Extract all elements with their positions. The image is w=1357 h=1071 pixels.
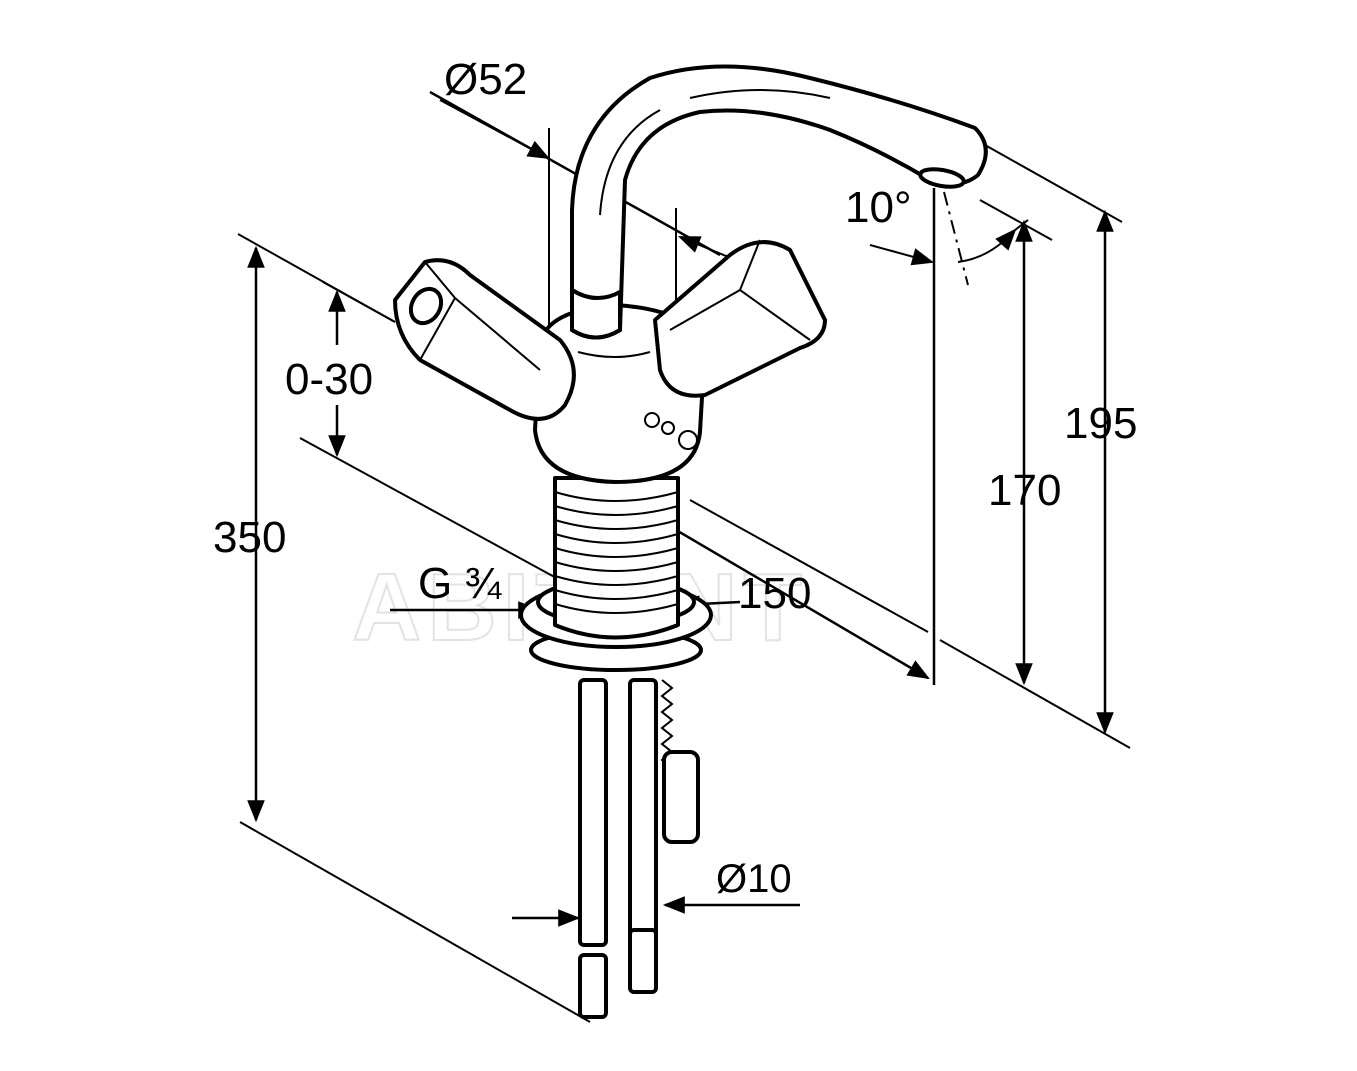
eco-logo xyxy=(644,412,698,450)
outlet-height-label: 170 xyxy=(988,466,1061,515)
total-height-label: 350 xyxy=(213,513,286,562)
overall-height-label: 195 xyxy=(1064,399,1137,448)
dimension-labels: Ø52 10° 0-30 350 G ¾ 150 170 195 Ø10 xyxy=(213,55,1137,901)
reach-label: 150 xyxy=(738,569,811,618)
thread-label: G ¾ xyxy=(418,559,502,608)
faucet-body xyxy=(393,64,988,1019)
lever-travel-label: 0-30 xyxy=(285,355,373,404)
hose-diameter-label: Ø10 xyxy=(716,857,792,901)
spout-diameter-label: Ø52 xyxy=(444,55,527,104)
spout-angle-label: 10° xyxy=(845,183,912,232)
